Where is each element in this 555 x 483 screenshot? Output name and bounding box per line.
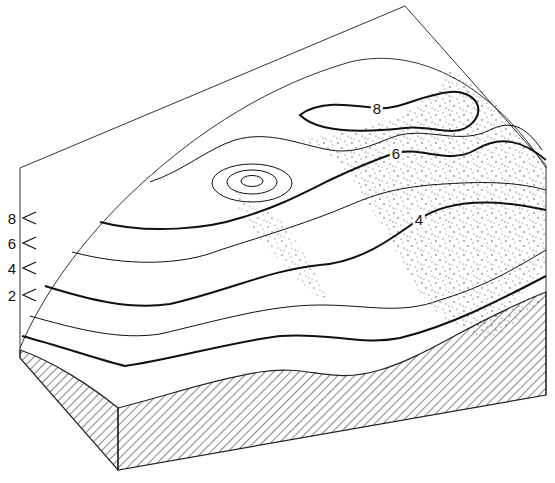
scale-tick <box>23 212 36 224</box>
side-section-face <box>20 350 118 470</box>
front-section-face <box>118 292 546 470</box>
index-contour <box>100 141 546 229</box>
contour-value-label: 8 <box>371 100 383 117</box>
hill-contour <box>227 170 277 194</box>
slope-stipple <box>300 70 546 330</box>
contour-value-label: 4 <box>413 211 425 228</box>
elevation-scale <box>23 212 36 301</box>
scale-tick <box>23 289 36 301</box>
elevation-scale-label: 8 <box>8 211 16 226</box>
hill-contour <box>241 176 263 187</box>
index-contour <box>45 203 546 306</box>
elevation-scale-label: 4 <box>8 261 16 276</box>
contour-line <box>30 250 546 336</box>
index-contour <box>22 276 546 366</box>
scale-tick <box>23 262 36 274</box>
hill-contour <box>212 164 292 202</box>
scale-tick <box>23 237 36 249</box>
elevation-scale-label: 6 <box>8 236 16 251</box>
contour-value-label: 6 <box>390 145 402 162</box>
elevation-scale-label: 2 <box>8 288 16 303</box>
contour-line <box>72 183 546 263</box>
index-contour <box>300 92 478 131</box>
contour-line <box>150 125 542 182</box>
box-edge <box>20 168 21 358</box>
terrain-outline <box>20 58 546 348</box>
